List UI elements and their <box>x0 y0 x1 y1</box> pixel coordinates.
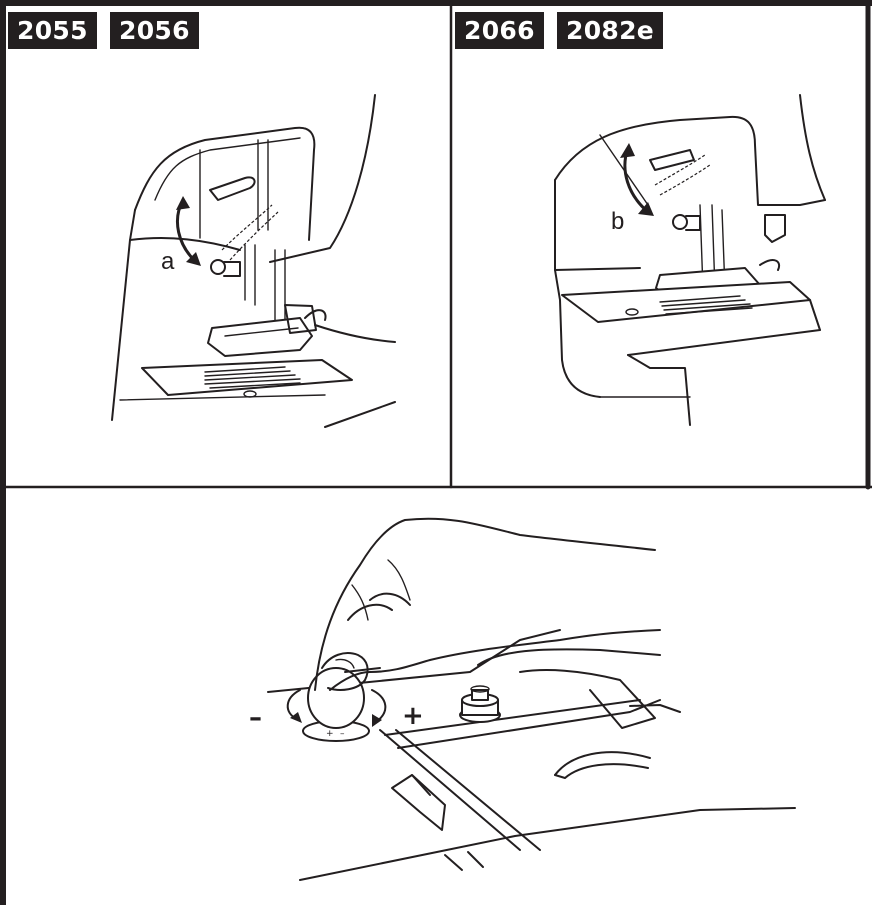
model-label-2056: 2056 <box>110 12 199 49</box>
model-label-2066: 2066 <box>455 12 544 49</box>
model-label-2055: 2055 <box>8 12 97 49</box>
model-label-2082e: 2082e <box>557 12 664 49</box>
minus-sign: – <box>249 703 262 733</box>
svg-text:–: – <box>340 729 345 739</box>
tension-illustration: + – <box>267 517 796 881</box>
machine-illustration-right <box>554 94 826 426</box>
machine-illustration-left <box>111 94 396 428</box>
plus-sign: + <box>402 701 424 731</box>
callout-b: b <box>611 208 625 235</box>
callout-a: a <box>161 248 175 275</box>
svg-text:+: + <box>326 729 334 739</box>
